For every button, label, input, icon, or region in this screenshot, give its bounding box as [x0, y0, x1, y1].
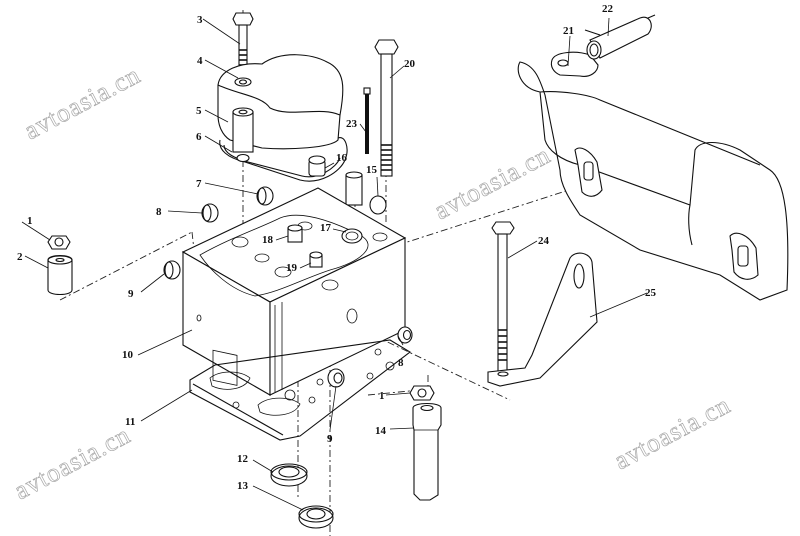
part-bracket-25 — [487, 252, 598, 387]
part-head-gasket-11 — [189, 339, 411, 441]
callout-18: 18 — [262, 234, 274, 246]
watermark: avtoasia.cn — [19, 60, 145, 145]
part-nut-1-lower — [409, 385, 435, 401]
part-sleeve-2 — [47, 254, 73, 296]
part-plug-8 — [201, 203, 219, 223]
part-injector-sleeve — [345, 171, 363, 206]
callout-17: 17 — [320, 222, 332, 234]
part-exhaust-manifold — [517, 51, 789, 301]
part-bolt-24 — [491, 221, 515, 375]
callout-16: 16 — [336, 152, 348, 164]
part-valve-seat-13 — [298, 505, 334, 529]
watermark: avtoasia.cn — [9, 420, 135, 505]
callout-3: 3 — [197, 14, 203, 26]
part-head-bolt-20 — [374, 39, 399, 177]
callout-24: 24 — [538, 235, 550, 247]
callout-9-lower: 9 — [327, 433, 333, 445]
part-plug-9-side — [327, 368, 345, 388]
part-bolt-3 — [232, 12, 254, 71]
part-stud-23 — [363, 87, 371, 154]
part-plug-9 — [163, 260, 181, 280]
callout-13: 13 — [237, 480, 249, 492]
callout-23: 23 — [346, 118, 358, 130]
callout-8-lower: 8 — [398, 357, 404, 369]
part-cylinder-head-10 — [181, 187, 407, 396]
part-plug-15 — [369, 195, 387, 215]
part-pipe-22 — [584, 14, 656, 60]
leader-lines — [21, 17, 648, 511]
part-plug-8-side — [397, 326, 413, 344]
callout-14: 14 — [375, 425, 387, 437]
callout-21: 21 — [563, 25, 574, 37]
part-cover-5 — [217, 54, 344, 153]
callout-6: 6 — [196, 131, 202, 143]
callouts: 1 1 2 3 4 5 6 7 8 8 9 9 10 11 12 13 14 1… — [17, 3, 657, 492]
watermark: avtoasia.cn — [609, 390, 735, 475]
part-valve-seat-12 — [270, 463, 308, 487]
part-stud-14 — [412, 402, 442, 501]
callout-4: 4 — [197, 55, 203, 67]
part-plug-7 — [256, 186, 274, 206]
callout-1-lower: 1 — [379, 390, 385, 402]
callout-11: 11 — [125, 416, 135, 428]
callout-20: 20 — [404, 58, 416, 70]
part-nut-16 — [308, 155, 326, 177]
callout-2: 2 — [17, 251, 23, 263]
callout-10: 10 — [122, 349, 134, 361]
callout-15: 15 — [366, 164, 378, 176]
callout-9: 9 — [128, 288, 134, 300]
callout-7: 7 — [196, 178, 202, 190]
callout-1: 1 — [27, 215, 33, 227]
callout-5: 5 — [196, 105, 202, 117]
callout-12: 12 — [237, 453, 249, 465]
callout-19: 19 — [286, 262, 298, 274]
part-nut-1 — [47, 235, 71, 250]
callout-25: 25 — [645, 287, 657, 299]
callout-8: 8 — [156, 206, 162, 218]
callout-22: 22 — [602, 3, 614, 15]
watermark: avtoasia.cn — [429, 140, 555, 225]
part-gasket-6 — [219, 137, 348, 182]
